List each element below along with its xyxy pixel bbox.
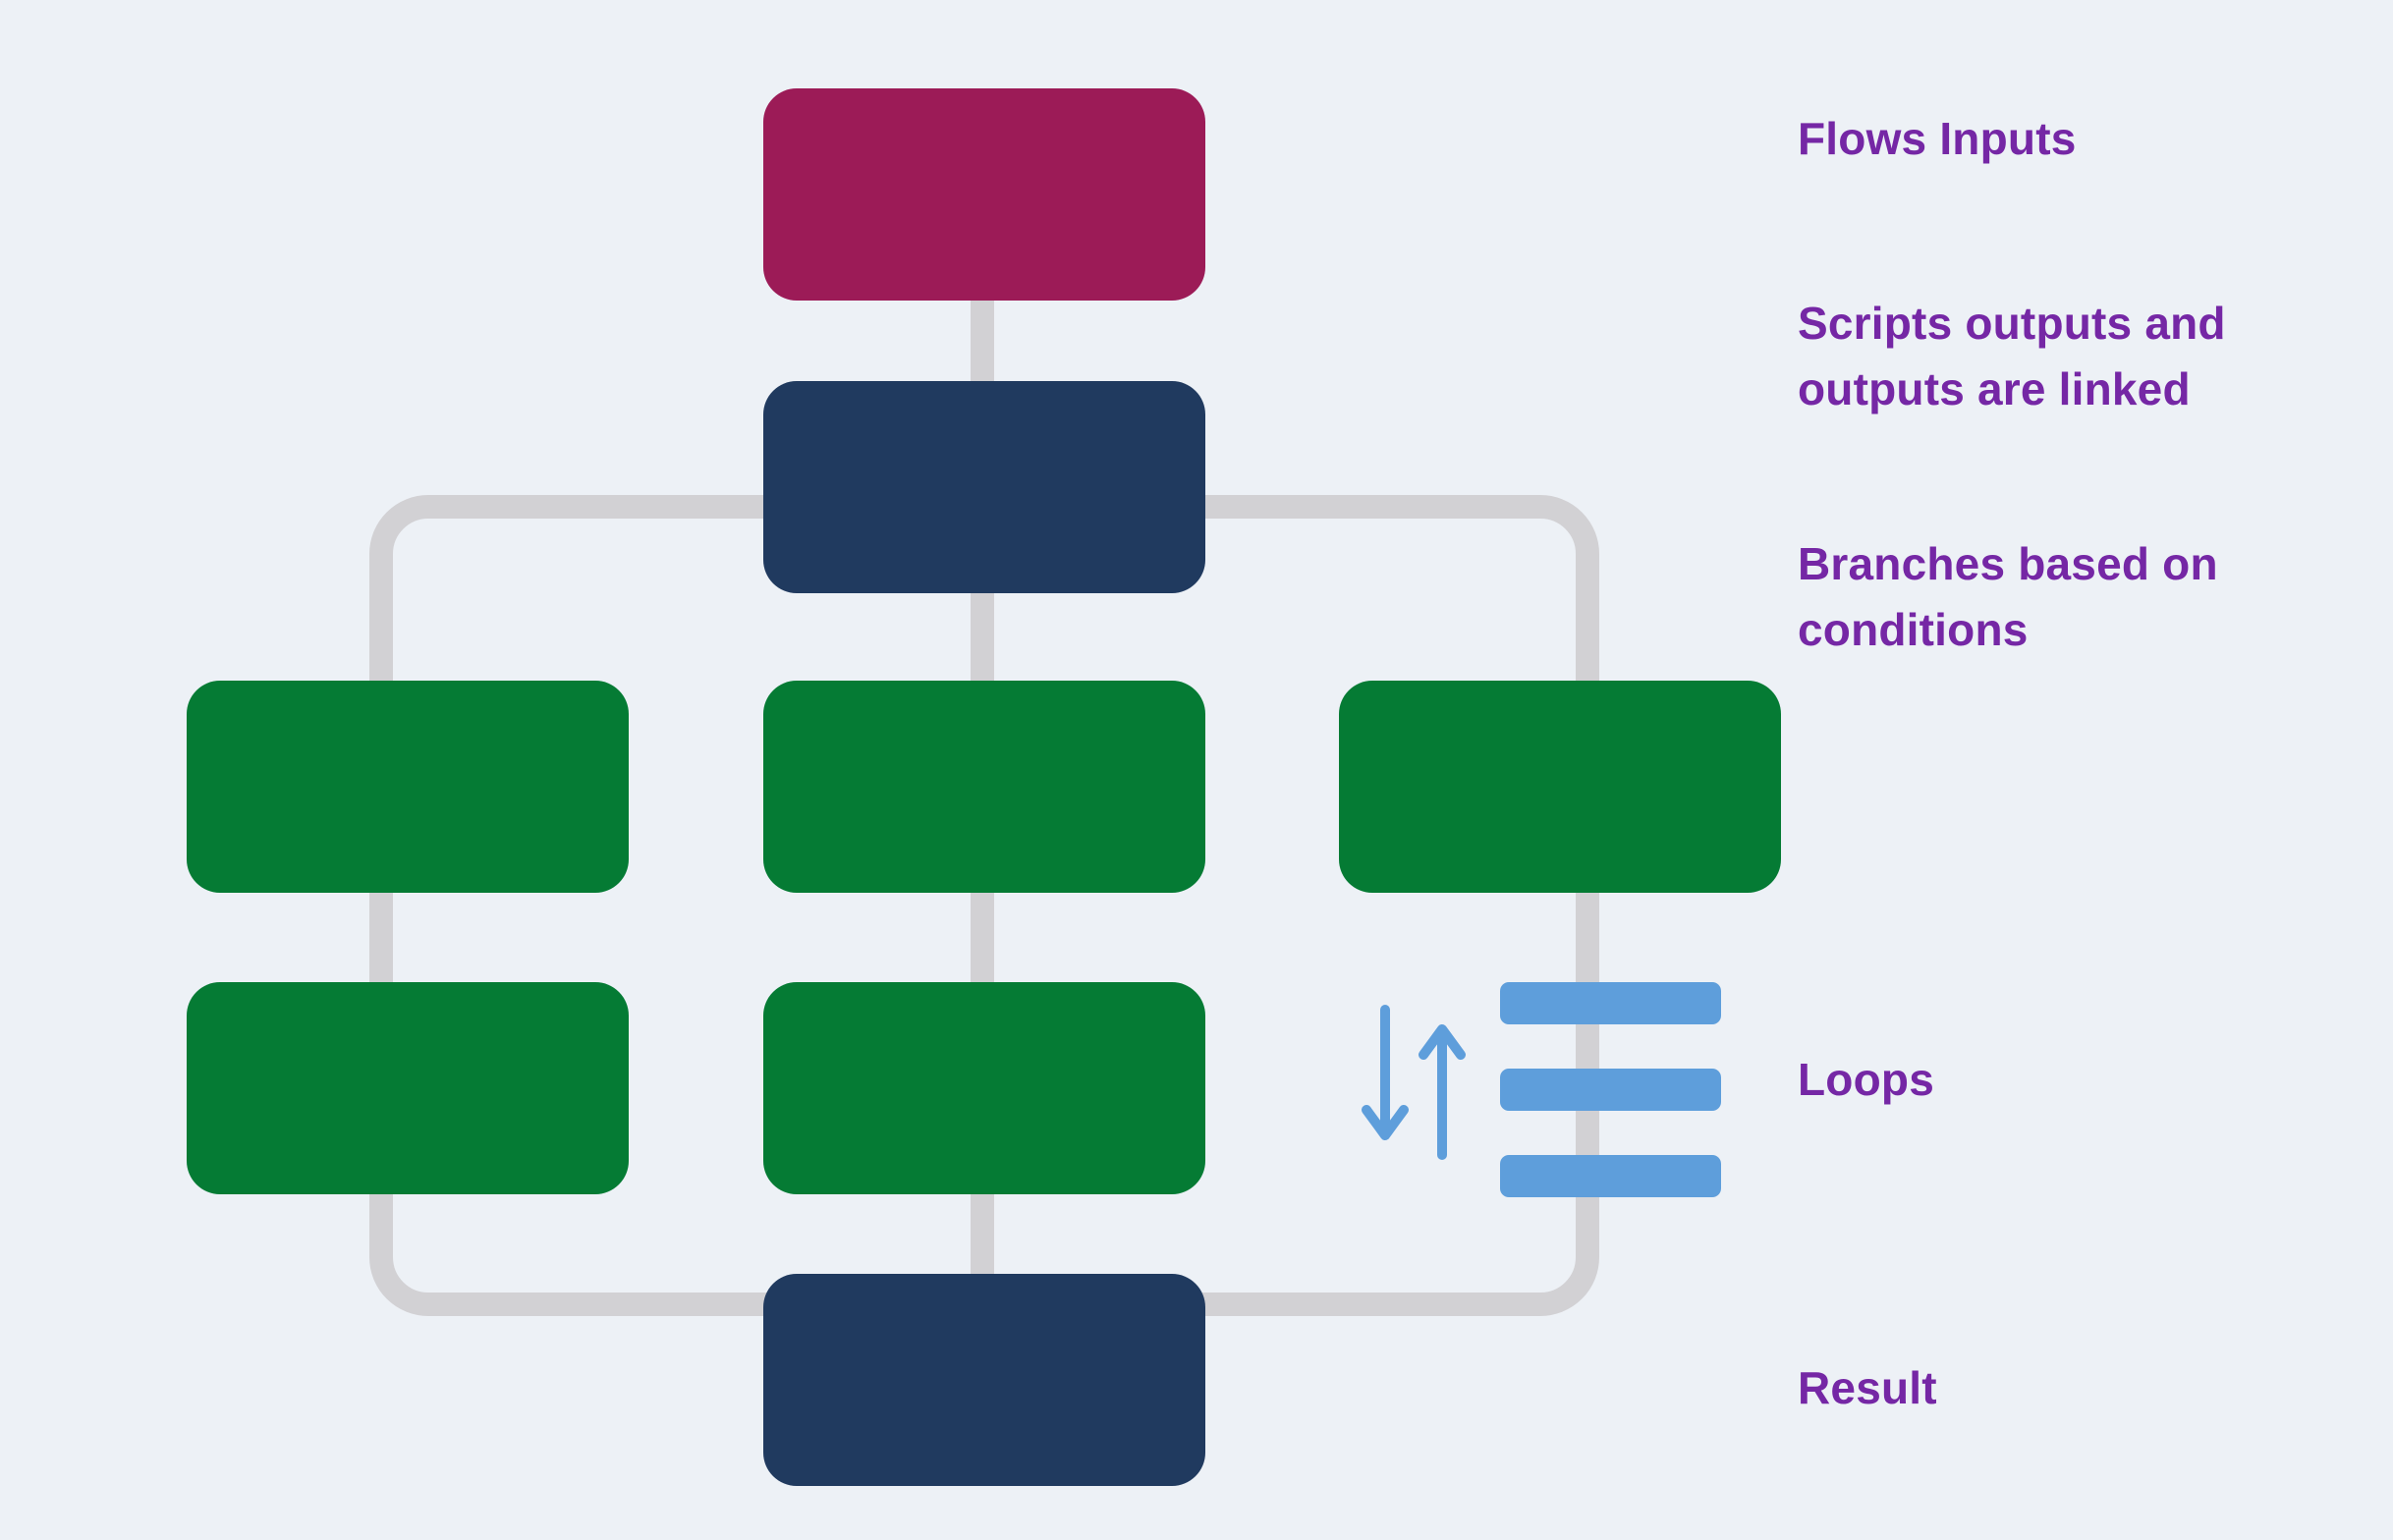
loop-list-icon bbox=[1500, 982, 1721, 1197]
label-flows-inputs: Flows Inputs bbox=[1798, 113, 2077, 164]
loop-list-bar bbox=[1500, 1155, 1721, 1197]
branch-node-left-1 bbox=[187, 681, 629, 893]
branch-node-right-1 bbox=[1339, 681, 1781, 893]
label-branches: Branches based on conditions bbox=[1798, 538, 2218, 655]
result-node bbox=[763, 1274, 1205, 1486]
branch-node-left-2 bbox=[187, 982, 629, 1194]
loop-list-bar bbox=[1500, 982, 1721, 1024]
loop-list-bar bbox=[1500, 1069, 1721, 1111]
flow-input-node bbox=[763, 88, 1205, 301]
label-scripts-linked: Scripts outputs and outputs are linked bbox=[1798, 298, 2226, 414]
script-node-top bbox=[763, 381, 1205, 593]
loop-arrows-icon bbox=[1362, 1005, 1466, 1160]
label-result: Result bbox=[1798, 1362, 1937, 1413]
branch-node-center-1 bbox=[763, 681, 1205, 893]
branch-node-center-2 bbox=[763, 982, 1205, 1194]
label-loops: Loops bbox=[1798, 1054, 1934, 1105]
